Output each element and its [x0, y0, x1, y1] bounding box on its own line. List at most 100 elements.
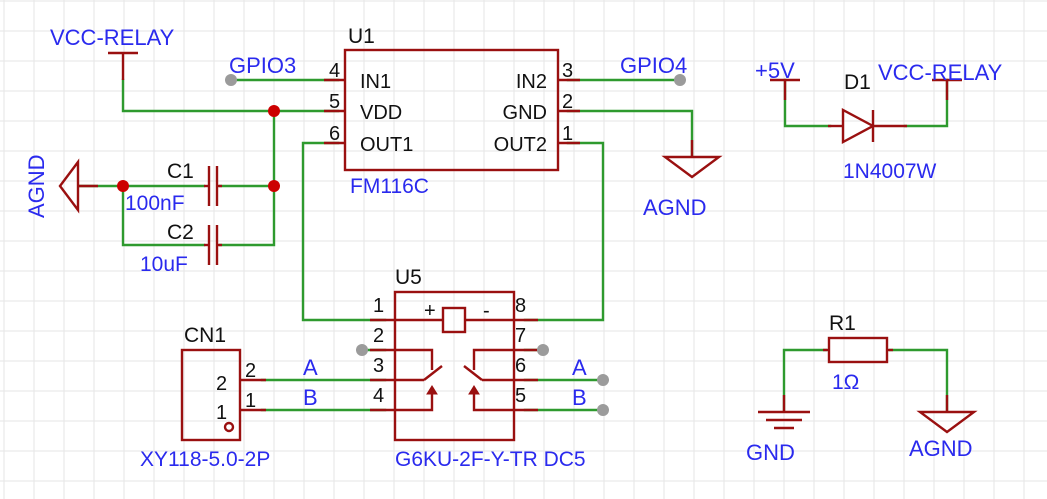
- wire-5v-diode: [783, 78, 832, 128]
- net-label-agnd: AGND: [24, 154, 49, 218]
- agnd-right-symbol: AGND: [909, 395, 978, 461]
- r1-value: 1Ω: [832, 371, 859, 394]
- u5-pin-num: 3: [373, 355, 384, 377]
- u5-pin-num: 1: [373, 295, 384, 317]
- d1-diode[interactable]: D1 1N4007W: [828, 71, 937, 183]
- u1-pin-name: IN2: [516, 71, 547, 93]
- wire-vdd-bus: [218, 109, 276, 247]
- c1-designator: C1: [167, 160, 194, 183]
- cn1-inner-label: 1: [216, 402, 227, 424]
- cn1-connector[interactable]: CN1 XY118-5.0-2P 2 1 2 1: [140, 324, 270, 471]
- u1-pin-name: IN1: [360, 71, 391, 93]
- u5-pin-num: 6: [515, 355, 526, 377]
- d1-value: 1N4007W: [843, 160, 937, 183]
- cn1-pin-num: 1: [245, 390, 256, 412]
- net-probe-dot[interactable]: [537, 344, 549, 356]
- u5-switch-left-blade: [423, 365, 443, 381]
- u5-pin-num: 2: [373, 325, 384, 347]
- net-label-agnd: AGND: [909, 436, 973, 461]
- c1-value: 100nF: [125, 192, 185, 215]
- u5-body: [393, 290, 516, 442]
- u5-pin-num: 8: [515, 295, 526, 317]
- u1-chip[interactable]: U1 FM116C 4 5 6 3 2 1 IN1 VDD OUT1 IN2 G…: [324, 25, 580, 198]
- net-label-gnd: GND: [746, 440, 795, 465]
- c2-capacitor[interactable]: C2 10uF: [140, 221, 222, 276]
- cn1-inner-label: 2: [216, 373, 227, 395]
- u5-switch-left-arrow: [426, 385, 438, 395]
- wire-out2-coil: [523, 141, 605, 322]
- u1-pin-name: OUT1: [360, 134, 413, 156]
- u1-pin-name: VDD: [360, 102, 402, 124]
- u5-pin-num: 5: [515, 385, 526, 407]
- cn1-pin-num: 2: [245, 360, 256, 382]
- r1-designator: R1: [829, 312, 856, 335]
- u5-switch-left-nc: [395, 348, 434, 370]
- cn1-designator: CN1: [184, 324, 226, 347]
- u5-pin-num: 4: [373, 385, 384, 407]
- wire-r1-agnd: [888, 348, 949, 412]
- c2-value: 10uF: [140, 253, 188, 276]
- net-probe-dot[interactable]: [356, 344, 368, 356]
- u5-designator: U5: [395, 266, 422, 289]
- u5-value: G6KU-2F-Y-TR DC5: [395, 448, 586, 471]
- u1-pin-name: OUT2: [494, 134, 547, 156]
- vcc-relay-right-symbol: VCC-RELAY: [878, 60, 1003, 100]
- net-probe-dot[interactable]: [674, 74, 686, 86]
- d1-designator: D1: [844, 71, 871, 94]
- net-label-gpio3: GPIO3: [229, 53, 296, 78]
- net-label-a: A: [303, 355, 318, 380]
- plus5v-symbol: +5V: [755, 58, 800, 100]
- ground-triangle: [916, 410, 978, 434]
- wire-r1-gnd: [782, 348, 828, 412]
- u1-pin-name: GND: [503, 102, 547, 124]
- ground-triangle: [58, 158, 80, 214]
- net-label-gpio4: GPIO4: [620, 53, 687, 78]
- u5-switch-right-no: [472, 392, 514, 412]
- u5-coil-minus: -: [483, 300, 490, 322]
- wire-gnd-agnd: [566, 109, 694, 157]
- net-probe-dot[interactable]: [597, 404, 609, 416]
- r1-resistor[interactable]: R1 1Ω: [823, 312, 893, 394]
- cn1-pin1-marker: [223, 421, 235, 433]
- net-label-agnd: AGND: [643, 195, 707, 220]
- u1-pin-num: 3: [562, 60, 573, 82]
- wire-c2-left: [121, 184, 206, 247]
- net-label-b: B: [572, 385, 587, 410]
- net-label-plus5v: +5V: [755, 58, 795, 83]
- cn1-value: XY118-5.0-2P: [140, 448, 270, 471]
- u5-switch-right-nc: [472, 348, 514, 370]
- u5-switch-left-no: [395, 392, 434, 412]
- net-probes: [225, 74, 686, 416]
- wire-out1-coil: [301, 141, 387, 322]
- u5-relay[interactable]: + - U5 G6KU-2F-Y-TR DC5 1 2 3 4 8 7 6 5: [370, 266, 586, 471]
- u1-pin-num: 5: [329, 91, 340, 113]
- u5-coil-plus: +: [424, 300, 436, 322]
- ground-triangle: [661, 155, 723, 179]
- cn1-body: [180, 348, 242, 442]
- u1-pin-num: 2: [562, 91, 573, 113]
- agnd-center-symbol: AGND: [643, 140, 723, 220]
- u1-designator: U1: [348, 25, 375, 48]
- u5-switch-right-blade: [463, 365, 483, 381]
- junction-dot: [117, 180, 129, 192]
- net-label-b: B: [303, 385, 318, 410]
- net-probe-dot[interactable]: [597, 374, 609, 386]
- u5-switch-right-arrow: [468, 385, 480, 395]
- gnd-symbol: GND: [746, 395, 810, 465]
- net-probe-dot[interactable]: [225, 74, 237, 86]
- u5-pin-num: 7: [515, 325, 526, 347]
- wire-diode-vcc: [903, 78, 949, 128]
- junction-dot: [268, 105, 280, 117]
- junction-dot: [268, 180, 280, 192]
- c1-capacitor[interactable]: C1 100nF: [125, 160, 222, 215]
- net-label-a: A: [572, 355, 587, 380]
- agnd-left-symbol: AGND: [24, 154, 98, 218]
- c2-designator: C2: [167, 221, 194, 244]
- u1-pin-num: 1: [562, 123, 573, 145]
- u1-pin-num: 6: [329, 123, 340, 145]
- r1-body: [827, 336, 889, 364]
- vcc-relay-left-symbol: VCC-RELAY: [50, 25, 175, 80]
- d1-triangle: [841, 108, 876, 144]
